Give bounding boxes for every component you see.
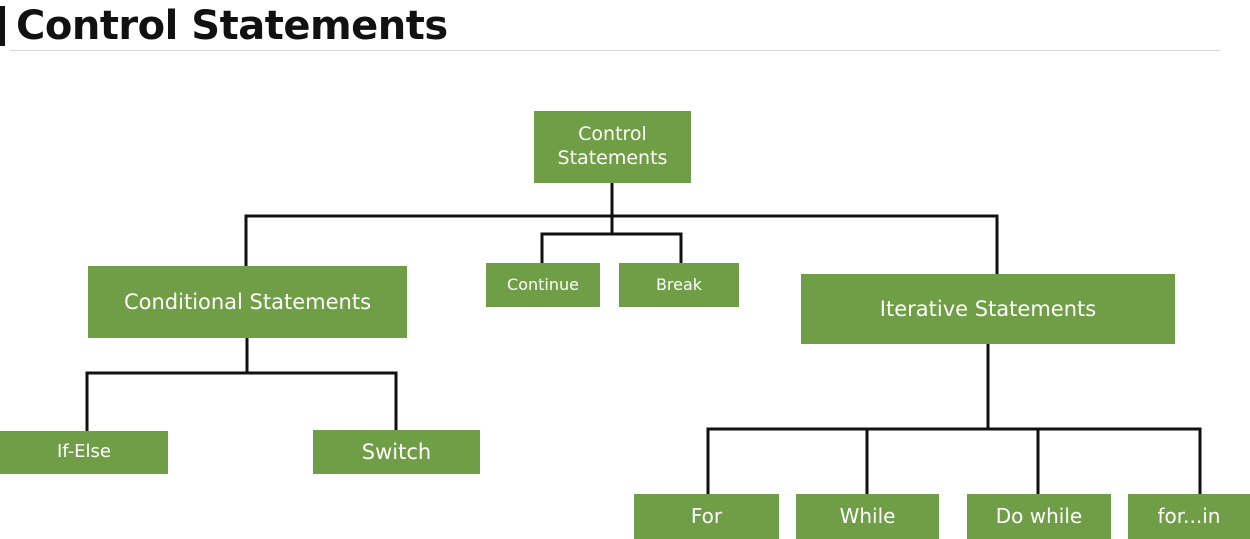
node-control-statements: Control Statements [534, 111, 691, 183]
node-for: For [634, 494, 779, 539]
title-accent-bar [0, 6, 5, 46]
title-divider [10, 50, 1220, 51]
node-continue: Continue [486, 263, 600, 307]
node-conditional-statements: Conditional Statements [88, 266, 407, 338]
page-title: Control Statements [16, 3, 448, 49]
node-if-else: If-Else [0, 431, 168, 474]
node-iterative-statements: Iterative Statements [801, 274, 1175, 344]
node-break: Break [619, 263, 739, 307]
node-while: While [796, 494, 939, 539]
node-switch: Switch [313, 430, 480, 474]
node-for-in: for...in [1128, 494, 1250, 539]
node-do-while: Do while [967, 494, 1111, 539]
